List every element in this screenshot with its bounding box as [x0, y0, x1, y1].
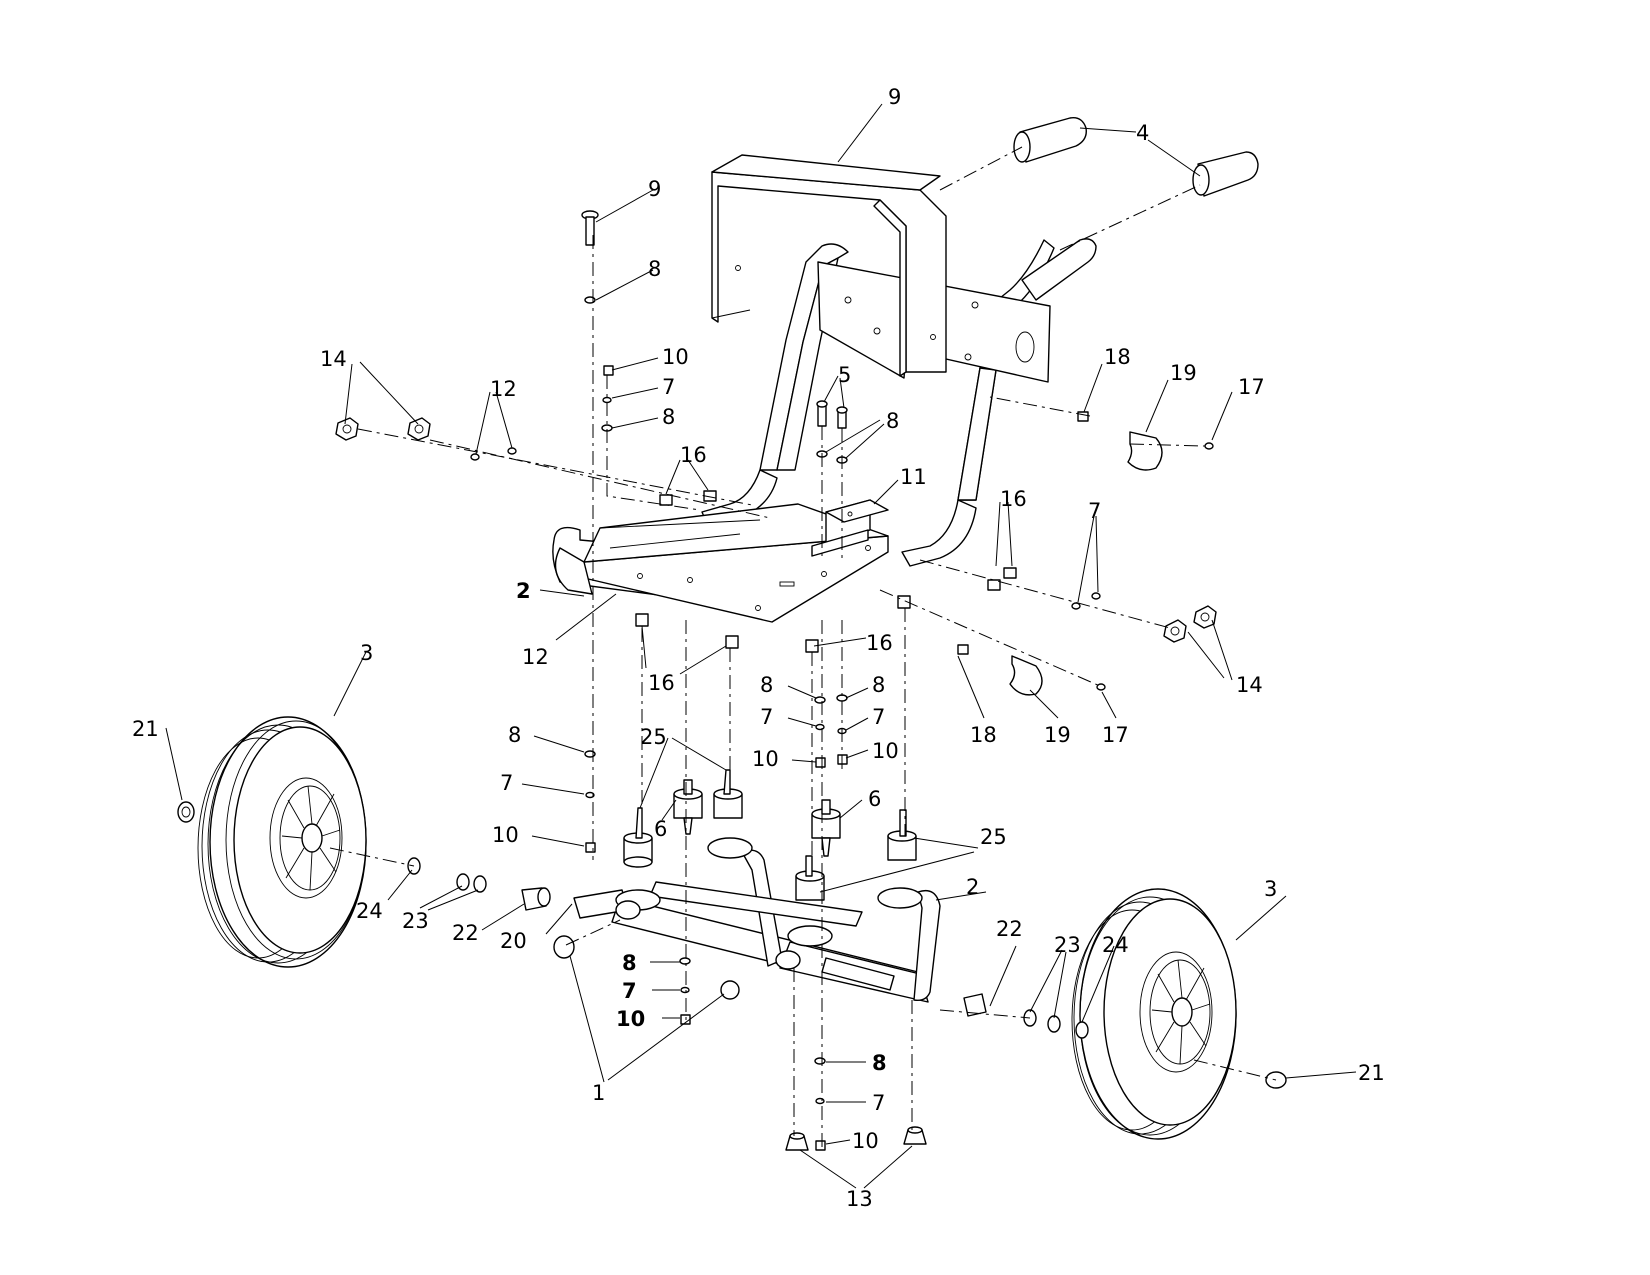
callout-labels: 9 4 9 8 10 7 8 14 12 5 8 18 19 17 16 11 …	[132, 85, 1385, 1211]
assembly-centerlines	[329, 146, 1277, 1150]
callout-8: 8	[872, 1051, 887, 1075]
callout-16: 16	[648, 671, 675, 695]
callout-23: 23	[402, 909, 429, 933]
callout-16: 16	[1000, 487, 1027, 511]
right-wheel	[1071, 888, 1237, 1140]
callout-19: 19	[1044, 723, 1071, 747]
callout-6: 6	[654, 817, 667, 841]
callout-4: 4	[1136, 121, 1149, 145]
callout-20: 20	[500, 929, 527, 953]
hand-grips	[1013, 117, 1259, 197]
callout-2: 2	[516, 579, 531, 603]
callout-16: 16	[680, 443, 707, 467]
frame-cover	[711, 154, 947, 377]
callout-10: 10	[852, 1129, 879, 1153]
callout-9-top: 9	[888, 85, 901, 109]
callout-12: 12	[522, 645, 549, 669]
callout-10: 10	[872, 739, 899, 763]
base-frame	[573, 837, 941, 1003]
callout-25: 25	[640, 725, 667, 749]
callout-25: 25	[980, 825, 1007, 849]
callout-7: 7	[662, 375, 675, 399]
callout-2: 2	[966, 875, 979, 899]
callout-8: 8	[622, 951, 637, 975]
callout-8: 8	[648, 257, 661, 281]
callout-13: 13	[846, 1187, 873, 1211]
callout-23: 23	[1054, 933, 1081, 957]
callout-16: 16	[866, 631, 893, 655]
callout-24: 24	[1102, 933, 1129, 957]
callout-7: 7	[872, 1091, 885, 1115]
callout-7: 7	[500, 771, 513, 795]
callout-7: 7	[872, 705, 885, 729]
callout-11: 11	[900, 465, 927, 489]
callout-5: 5	[838, 363, 851, 387]
callout-3: 3	[360, 641, 373, 665]
callout-7: 7	[760, 705, 773, 729]
callout-8: 8	[508, 723, 521, 747]
bracket	[811, 499, 889, 557]
callout-10: 10	[616, 1007, 645, 1031]
callout-18: 18	[970, 723, 997, 747]
callout-8: 8	[886, 409, 899, 433]
leader-lines	[165, 103, 1357, 1189]
callout-18: 18	[1104, 345, 1131, 369]
hardware	[177, 210, 1287, 1151]
callout-21: 21	[1358, 1061, 1385, 1085]
callout-7: 7	[1088, 499, 1101, 523]
callout-10: 10	[662, 345, 689, 369]
callout-1: 1	[592, 1081, 605, 1105]
callout-14: 14	[320, 347, 347, 371]
callout-10: 10	[752, 747, 779, 771]
callout-9: 9	[648, 177, 661, 201]
callout-8: 8	[760, 673, 773, 697]
deck-platform	[552, 503, 889, 623]
callout-17: 17	[1102, 723, 1129, 747]
callout-8: 8	[872, 673, 885, 697]
callout-14: 14	[1236, 673, 1263, 697]
callout-24: 24	[356, 899, 383, 923]
callout-17: 17	[1238, 375, 1265, 399]
callout-6: 6	[868, 787, 881, 811]
callout-12: 12	[490, 377, 517, 401]
callout-22: 22	[996, 917, 1023, 941]
callout-8: 8	[662, 405, 675, 429]
callout-21: 21	[132, 717, 159, 741]
callout-7: 7	[622, 979, 637, 1003]
callout-22: 22	[452, 921, 479, 945]
callout-10: 10	[492, 823, 519, 847]
left-wheel	[197, 716, 367, 968]
callout-19: 19	[1170, 361, 1197, 385]
callout-3: 3	[1264, 877, 1277, 901]
